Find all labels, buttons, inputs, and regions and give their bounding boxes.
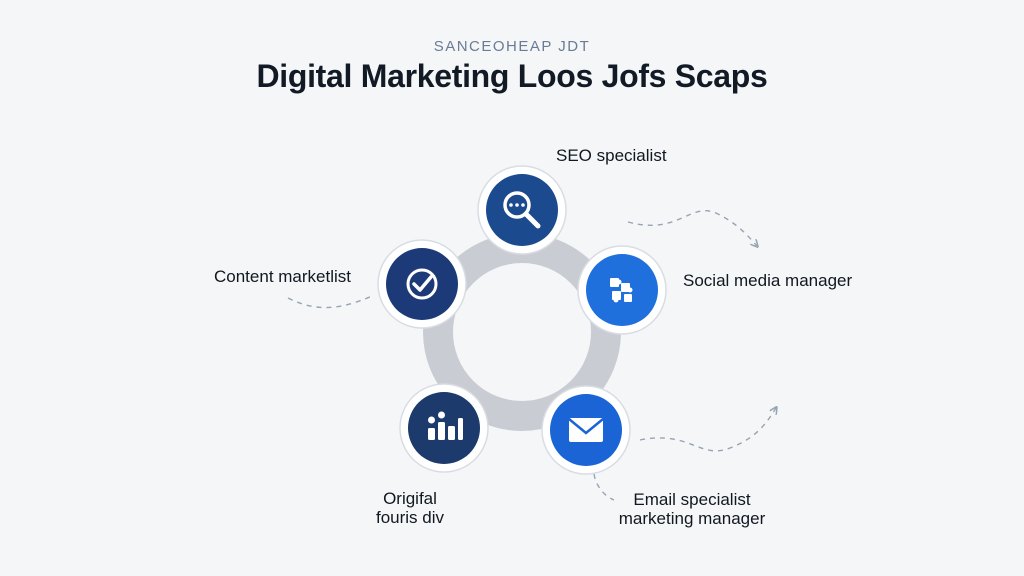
node-social[interactable] — [577, 245, 667, 335]
puzzle-icon — [610, 278, 633, 303]
checkmark-icon — [406, 268, 438, 300]
dashed-arrow-left — [287, 295, 373, 309]
node-seo[interactable] — [477, 165, 567, 255]
node-label-email: Email specialist marketing manager — [612, 490, 772, 528]
dashed-arrow-top-right — [627, 210, 757, 246]
page-title: Digital Marketing Loos Jofs Scaps — [256, 58, 768, 94]
envelope-icon — [568, 418, 604, 442]
bar-chart-icon — [428, 411, 463, 440]
dashed-connector-email — [593, 473, 615, 501]
node-label-analytics: Origifal fouris div — [368, 489, 452, 527]
node-label-analytics-line2: fouris div — [375, 508, 445, 527]
node-label-analytics-line1: Origifal — [383, 489, 437, 508]
node-email[interactable] — [541, 385, 631, 475]
node-label-content: Content marketlist — [214, 267, 351, 286]
node-content[interactable] — [377, 239, 467, 329]
node-label-seo: SEO specialist — [556, 146, 667, 165]
node-label-email-line2: marketing manager — [618, 509, 766, 528]
node-label-social: Social media manager — [683, 271, 853, 290]
dashed-arrow-bottom-right — [639, 408, 776, 452]
node-analytics[interactable] — [399, 383, 489, 473]
node-label-email-line1: Email specialist — [633, 490, 751, 509]
magnifier-icon — [503, 191, 541, 229]
supertitle: SANCEOHEAP JDT — [433, 38, 591, 55]
